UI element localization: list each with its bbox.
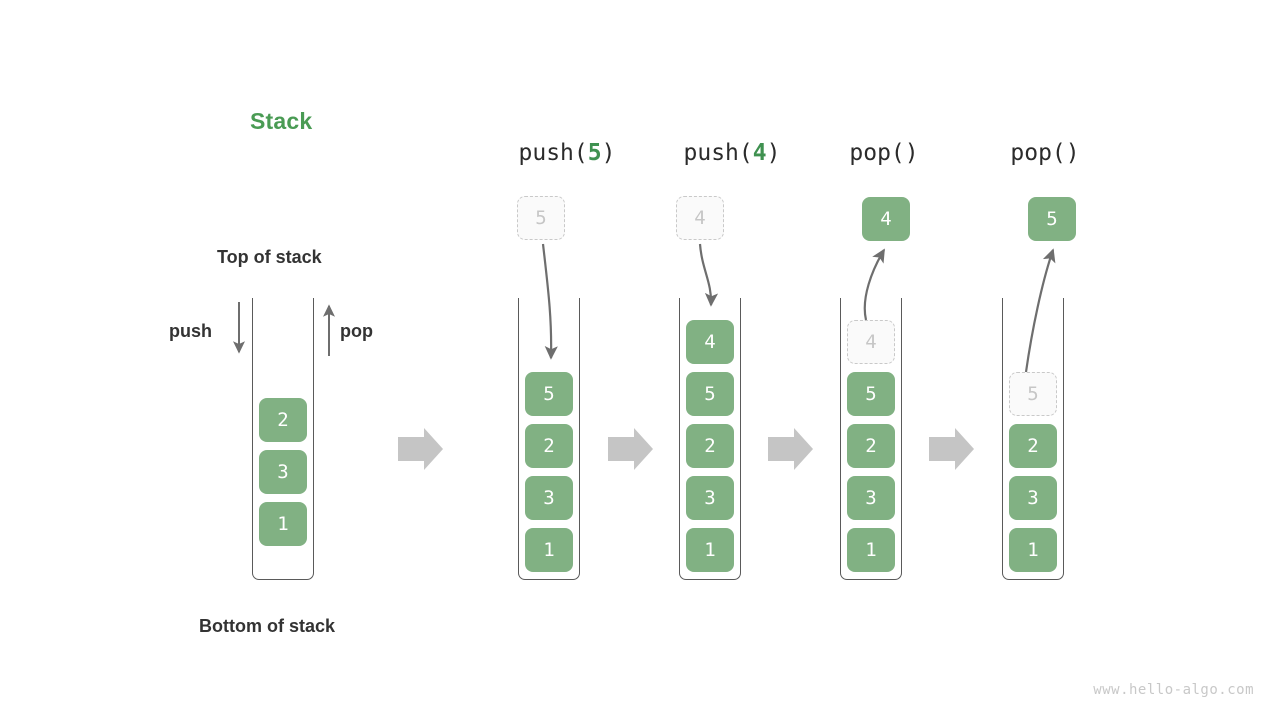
stack-cell: 5: [847, 372, 895, 416]
stack-cell: 2: [525, 424, 573, 468]
stack-walls: [518, 298, 580, 580]
op-argument: 5: [587, 140, 602, 166]
op-argument: 4: [752, 140, 767, 166]
label-push: push: [169, 321, 212, 341]
incoming-element: 5: [517, 196, 565, 240]
operation-label-pop-1: pop(): [849, 140, 918, 166]
label-bottom-of-stack: Bottom of stack: [199, 616, 336, 636]
op-text: pop(: [1010, 140, 1066, 166]
op-text-end: ): [1065, 140, 1080, 166]
stack-cell: 3: [686, 476, 734, 520]
diagram-title: Stack: [250, 108, 313, 134]
flow-arrow: [768, 428, 813, 470]
flow-arrow: [608, 428, 653, 470]
stack-cell: 3: [259, 450, 307, 494]
stack-walls: [679, 298, 741, 580]
stack-cell: 4: [686, 320, 734, 364]
operation-label-push-5: push(5): [519, 140, 616, 166]
stack-cell: 5: [525, 372, 573, 416]
stack-container-step-2: 1 3 2 5 4: [679, 298, 741, 580]
op-text-end: ): [766, 140, 781, 166]
watermark: www.hello-algo.com: [1093, 682, 1254, 698]
incoming-element: 4: [676, 196, 724, 240]
stack-cell: 2: [686, 424, 734, 468]
stack-cell: 3: [847, 476, 895, 520]
operation-label-pop-2: pop(): [1010, 140, 1079, 166]
stack-container-step-3: 1 3 2 5 4: [840, 298, 902, 580]
stack-cell: 3: [1009, 476, 1057, 520]
operation-label-push-4: push(4): [684, 140, 781, 166]
flow-arrow: [929, 428, 974, 470]
stack-cell: 1: [1009, 528, 1057, 572]
label-top-of-stack: Top of stack: [217, 247, 322, 267]
label-pop: pop: [340, 321, 373, 341]
stack-walls: [1002, 298, 1064, 580]
op-text: push(: [683, 140, 753, 166]
removed-element-ghost: 4: [847, 320, 895, 364]
op-text: pop(: [849, 140, 905, 166]
stack-cell: 1: [259, 502, 307, 546]
stack-cell: 3: [525, 476, 573, 520]
stack-walls: [840, 298, 902, 580]
op-text-end: ): [601, 140, 616, 166]
stack-cell: 2: [847, 424, 895, 468]
stack-cell: 5: [686, 372, 734, 416]
stack-walls: [252, 298, 314, 580]
outgoing-element: 4: [862, 197, 910, 241]
stack-container-step-4: 1 3 2 5: [1002, 298, 1064, 580]
stack-container-initial: 1 3 2: [252, 298, 314, 580]
stack-cell: 1: [847, 528, 895, 572]
stack-cell: 2: [259, 398, 307, 442]
outgoing-element: 5: [1028, 197, 1076, 241]
op-text-end: ): [904, 140, 919, 166]
stack-cell: 2: [1009, 424, 1057, 468]
flow-arrow: [398, 428, 443, 470]
stack-container-step-1: 1 3 2 5: [518, 298, 580, 580]
op-text: push(: [518, 140, 588, 166]
push-motion-arrow-2: [698, 243, 719, 307]
stack-cell: 1: [686, 528, 734, 572]
removed-element-ghost: 5: [1009, 372, 1057, 416]
stack-cell: 1: [525, 528, 573, 572]
